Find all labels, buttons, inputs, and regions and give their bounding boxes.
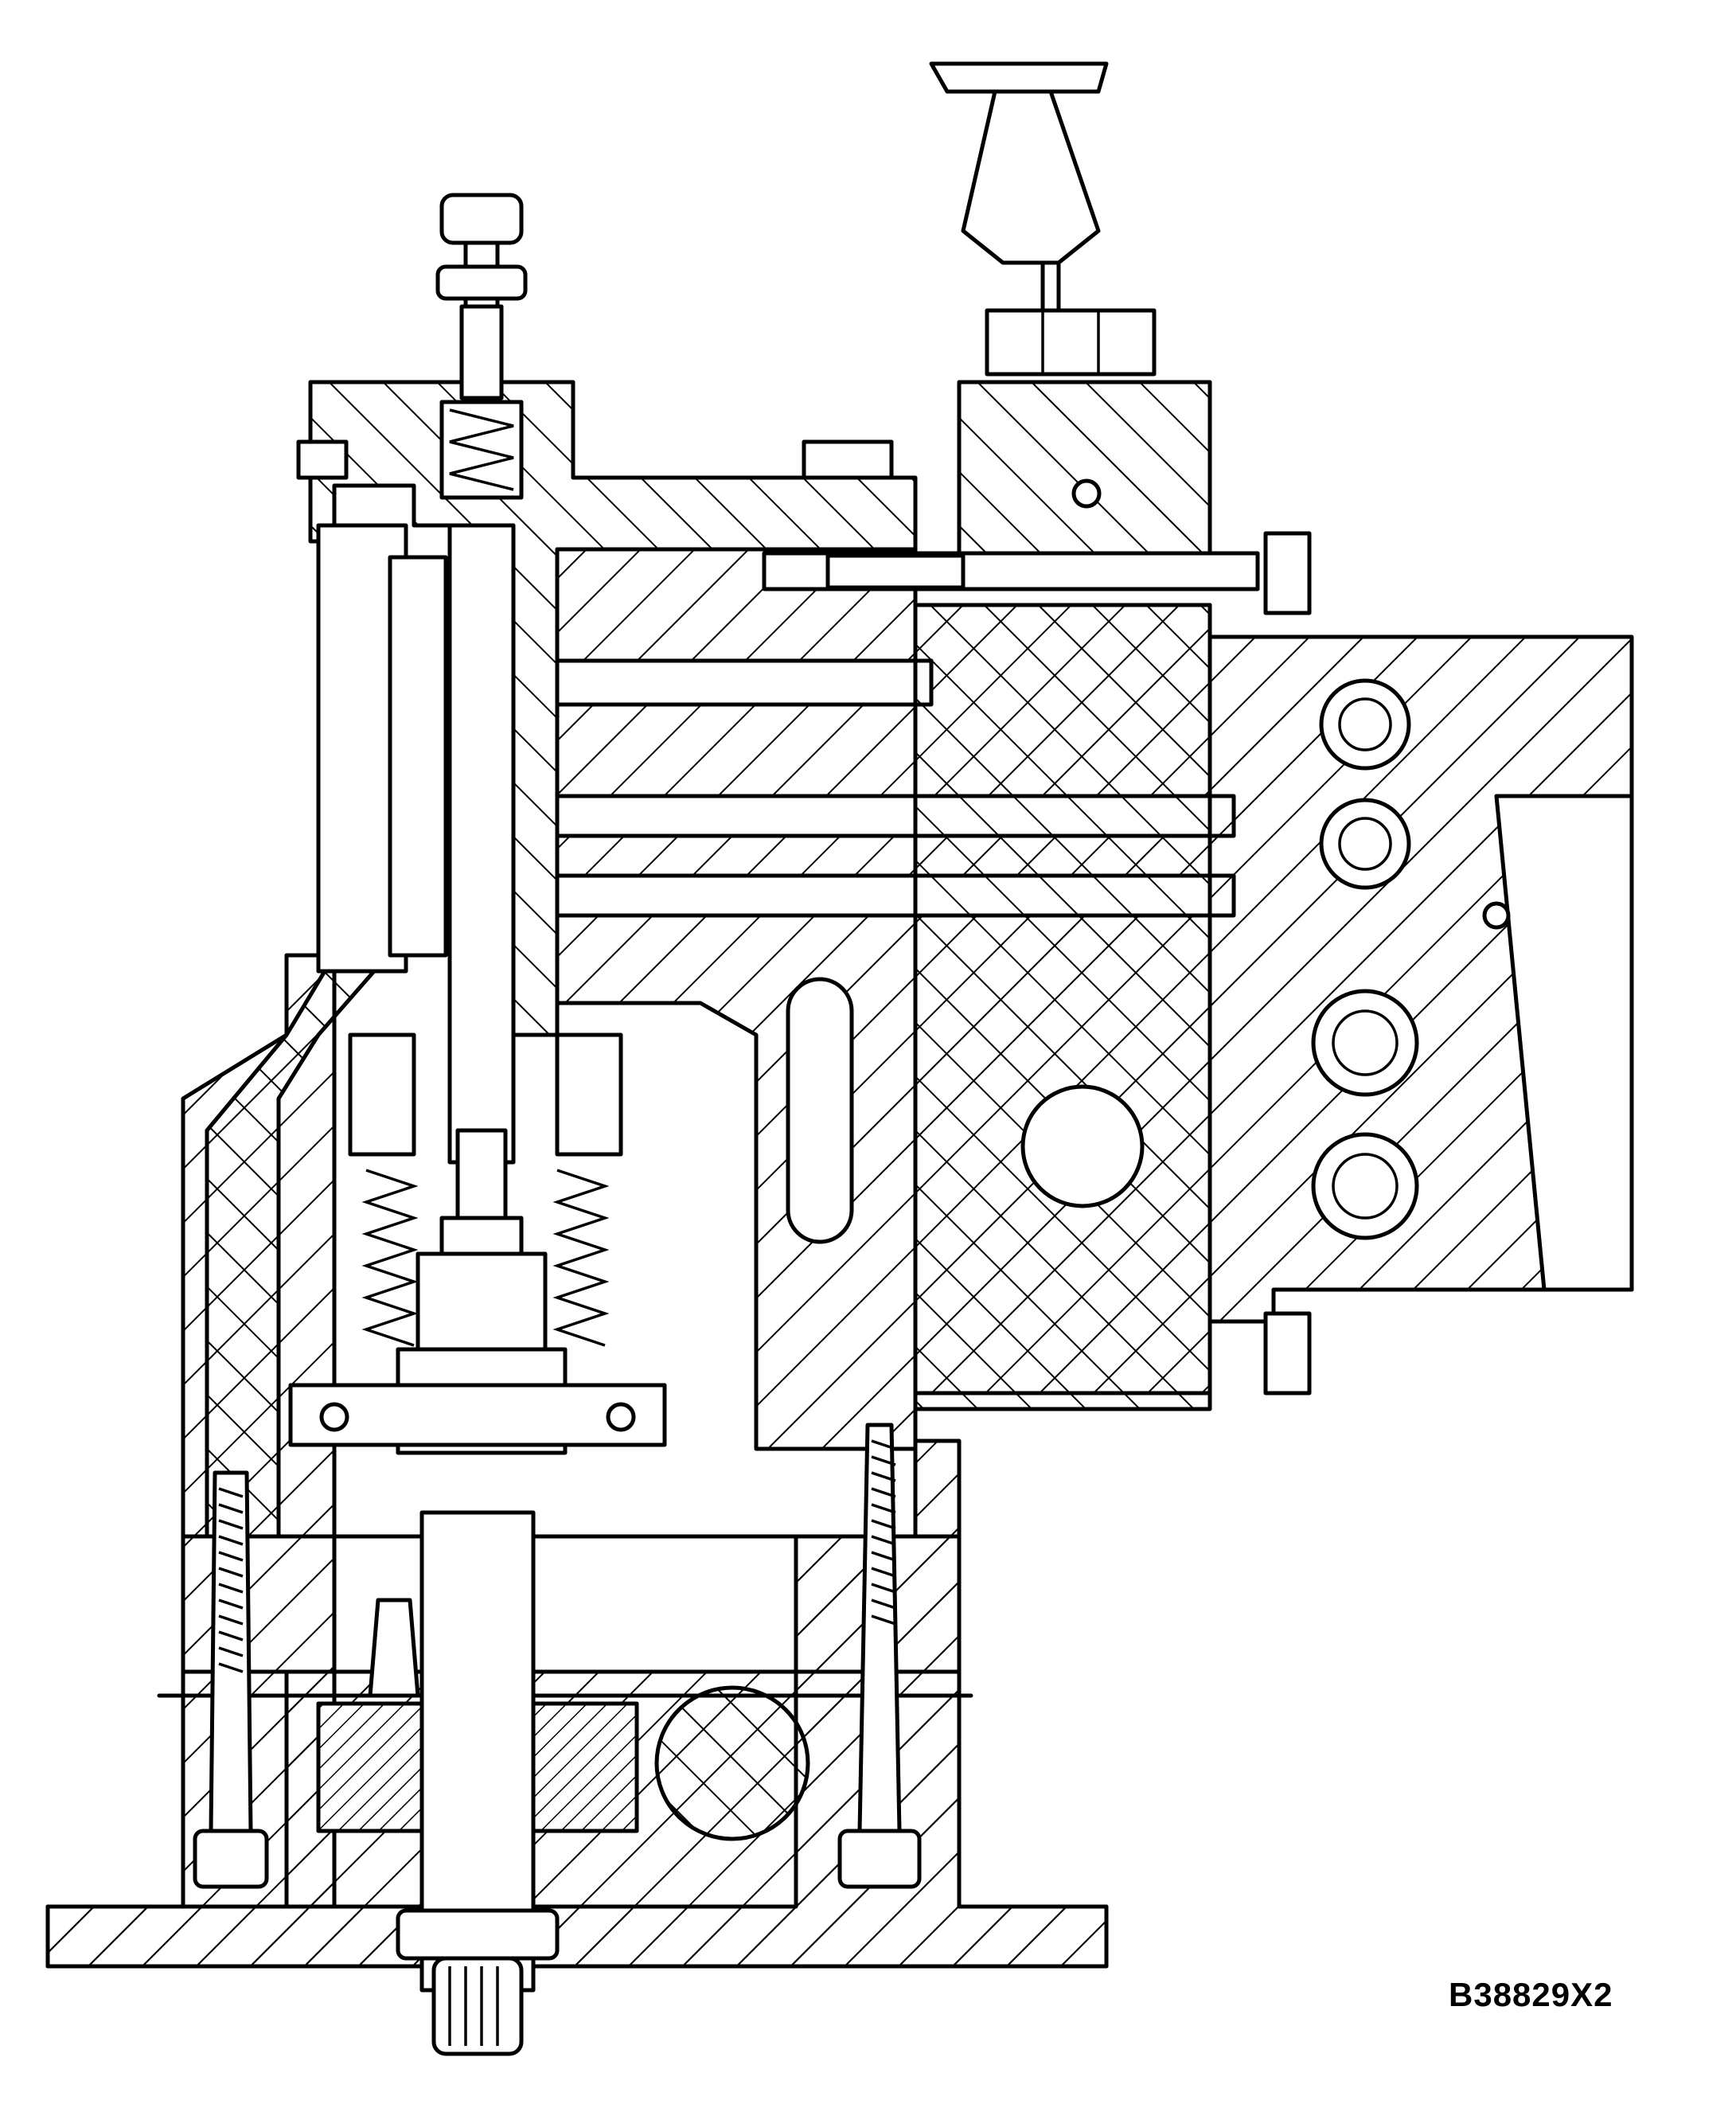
spring-assembly bbox=[348, 1032, 623, 1347]
top-fitting bbox=[929, 61, 1157, 377]
housing-plug bbox=[368, 1598, 420, 1698]
figure-code-label: B38829X2 bbox=[1449, 1976, 1613, 2013]
upper-housing bbox=[205, 380, 918, 1539]
port-circles bbox=[1071, 478, 1511, 1240]
side-screws bbox=[296, 439, 1312, 1396]
rotor-gear bbox=[316, 1685, 810, 1841]
right-block bbox=[913, 380, 1634, 1411]
tie-bolt bbox=[762, 551, 1260, 591]
drive-shaft bbox=[396, 1510, 560, 2056]
long-bolts bbox=[193, 1423, 922, 1889]
cross-plate bbox=[288, 1383, 667, 1447]
adjusting-bolt bbox=[435, 193, 528, 500]
